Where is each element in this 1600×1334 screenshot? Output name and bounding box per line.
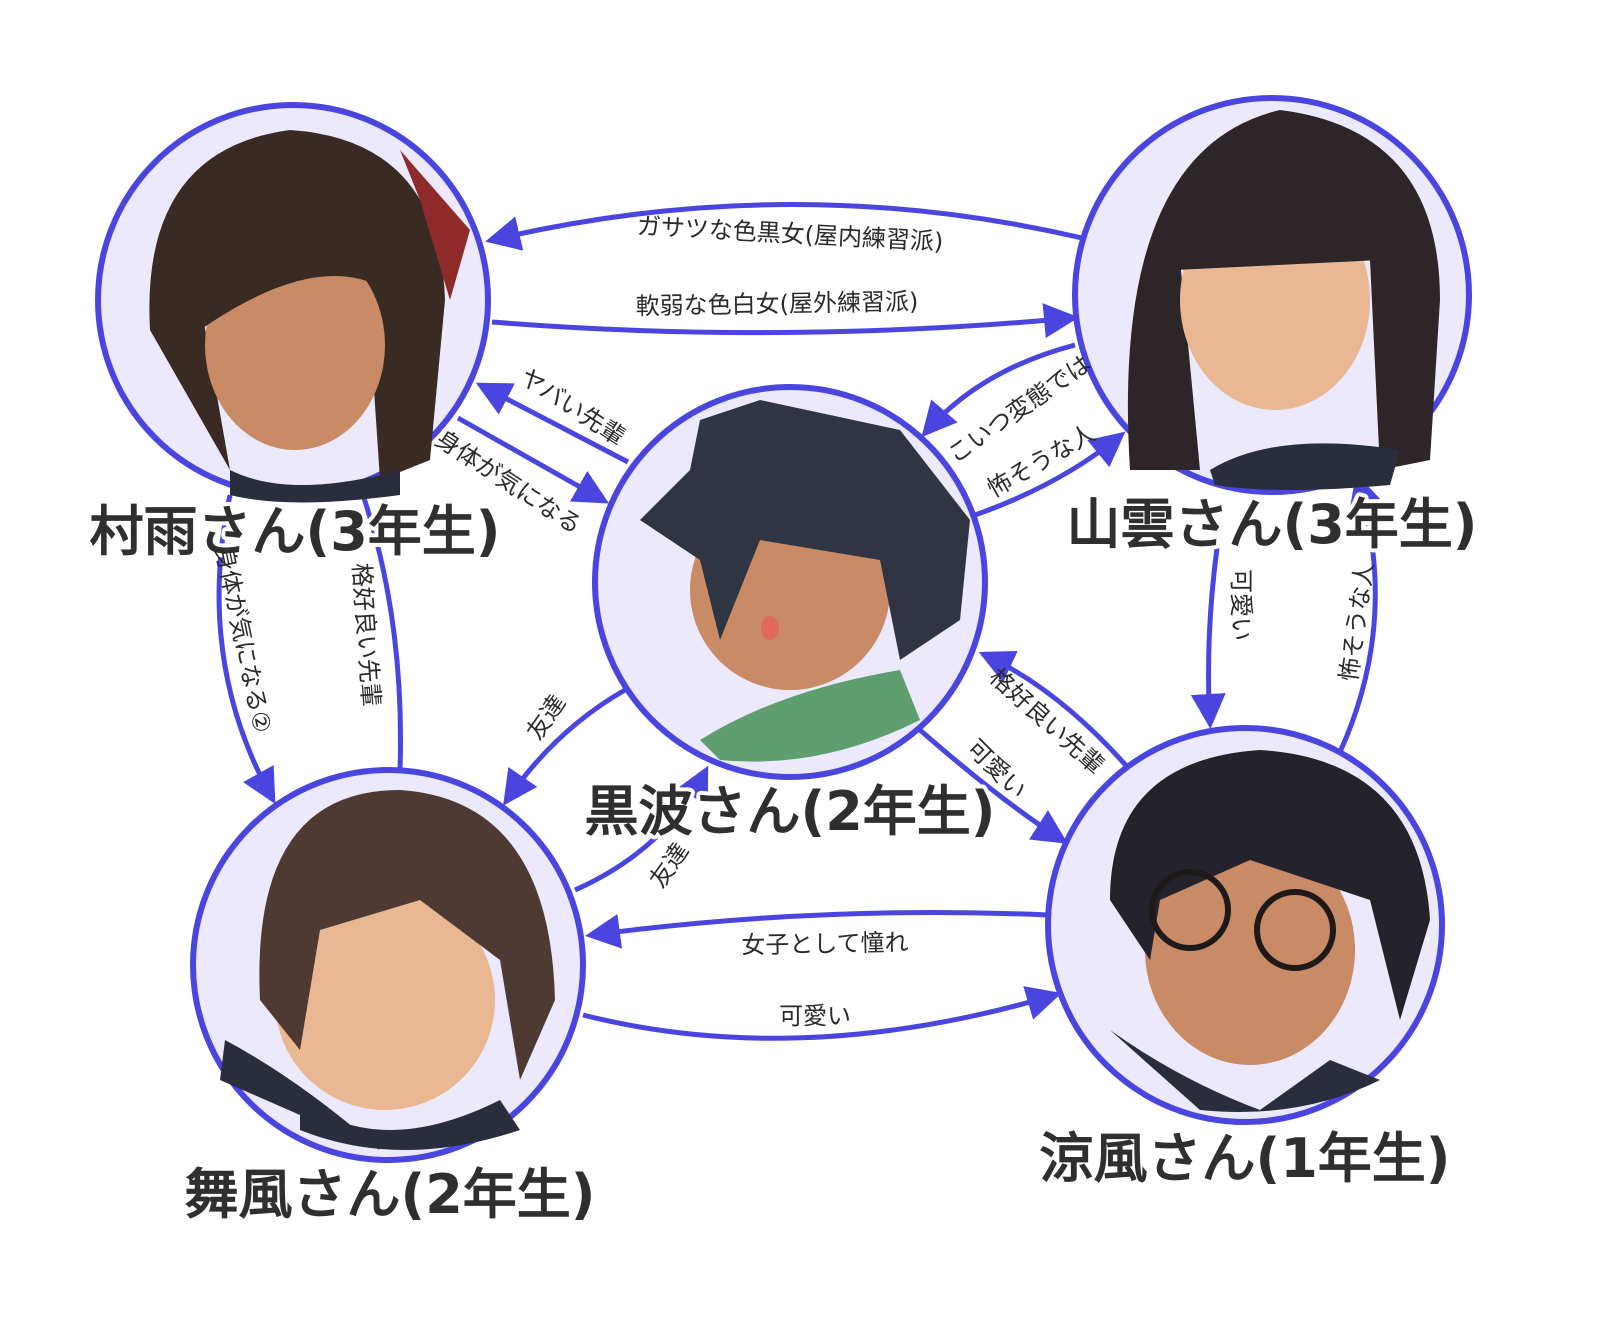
portrait-maikaze [220,790,555,1150]
label-yamagumo-to-murasame: ガサツな色黒女(屋内練習派) [636,212,944,256]
edge-kuronami-to-murasame [475,382,630,465]
edge-yamagumo-to-murasame [485,202,1083,251]
portrait-murasame [149,130,470,503]
edge-maikaze-to-kuronami [573,765,709,893]
label-kuronami-to-murasame: ヤバい先輩 [515,363,630,452]
node-kuronami[interactable]: 黒波さん(2年生) [581,384,999,847]
label-maikaze-to-murasame: 格好良い先輩 [347,562,385,708]
portrait-yamagumo [1127,110,1440,490]
edge-suzukaze-to-yamagumo [1337,473,1383,754]
edge-suzukaze-to-maikaze [585,910,1049,949]
name-murasame: 村雨さん(3年生) [90,500,501,563]
portrait-suzukaze [1110,750,1430,1112]
node-murasame[interactable]: 村雨さん(3年生) [86,102,504,567]
edge-kuronami-to-suzukaze [918,728,1068,844]
node-suzukaze[interactable]: 涼風さん(1年生) [1036,725,1454,1194]
edges [216,202,1383,1041]
label-murasame-to-yamagumo: 軟弱な色白女(屋外練習派) [635,288,918,321]
edge-maikaze-to-murasame [359,491,404,771]
edge-kuronami-to-maikaze [503,687,627,806]
name-suzukaze: 涼風さん(1年生) [1040,1127,1451,1190]
portrait-kuronami [640,400,970,762]
edge-yamagumo-to-suzukaze [1190,547,1226,729]
edge-murasame-to-kuronami [456,415,610,504]
node-maikaze[interactable]: 舞風さん(2年生) [181,767,599,1230]
edge-murasame-to-maikaze [216,494,276,805]
label-yamagumo-to-suzukaze: 可愛い [1227,569,1255,641]
edge-kuronami-to-yamagumo [974,431,1126,518]
name-kuronami: 黒波さん(2年生) [585,780,996,843]
label-suzukaze-to-maikaze: 女子として憧れ [741,929,909,960]
edge-yamagumo-to-kuronami [921,342,1076,438]
label-maikaze-to-suzukaze: 可愛い [779,1002,851,1030]
node-yamagumo[interactable]: 山雲さん(3年生) [1063,95,1481,560]
edge-murasame-to-yamagumo [491,303,1079,339]
edge-suzukaze-to-kuronami [978,650,1132,772]
name-yamagumo: 山雲さん(3年生) [1067,493,1478,556]
name-maikaze: 舞風さん(2年生) [185,1163,596,1226]
label-maikaze-to-kuronami: 友達 [644,838,694,893]
edge-maikaze-to-suzukaze [582,986,1062,1041]
